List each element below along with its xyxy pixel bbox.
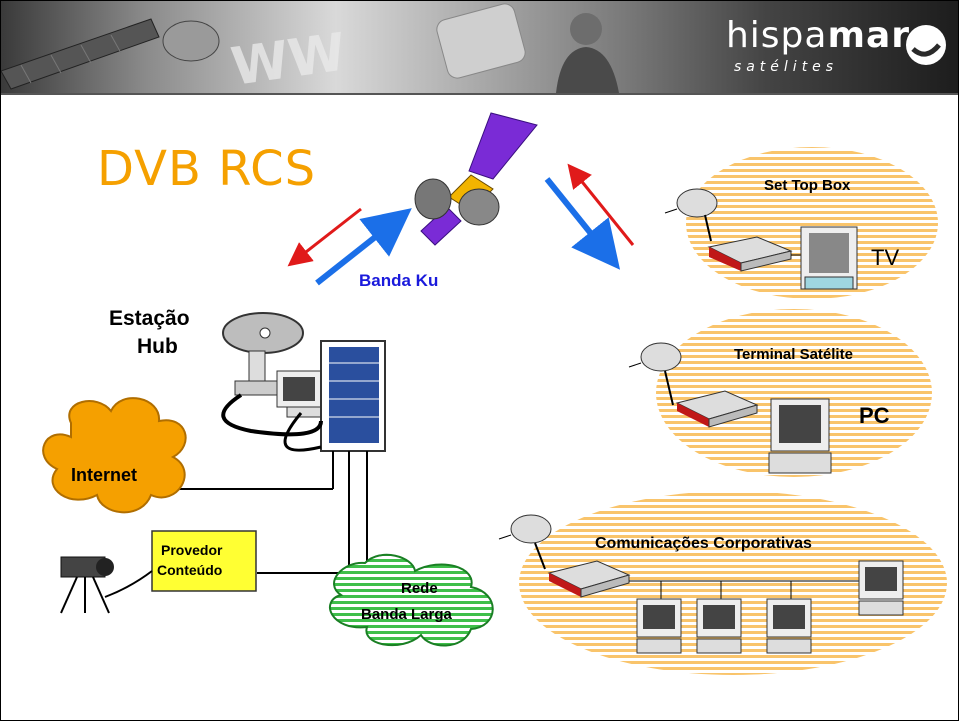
terminal-satelite-label: Terminal Satélite [734, 346, 853, 363]
hub-cable [221, 393, 323, 437]
rede-banda-larga-cloud [329, 553, 494, 647]
tv-icon [800, 226, 858, 290]
corporate-pc-2-icon [696, 598, 742, 654]
corporate-modem-icon [547, 560, 631, 598]
server-rack-icon [320, 340, 386, 452]
corporate-dish-icon [498, 514, 552, 570]
set-top-box-icon [707, 236, 793, 272]
terminal-dish-icon [628, 342, 682, 406]
brand-name: hispamar [725, 15, 910, 56]
banner-graphics: WW [1, 3, 946, 93]
internet-label: Internet [71, 465, 138, 485]
arrow-up-right [567, 163, 635, 246]
tv-label: TV [871, 245, 900, 270]
brand-subtitle: satélites [733, 59, 839, 75]
corporate-pc-3-icon [766, 598, 812, 654]
slide-title: DVB RCS [97, 141, 317, 197]
camera-cable [104, 570, 153, 598]
banner-satellite-icon [1, 18, 220, 90]
arrow-down-right [544, 177, 621, 270]
hub-dish-icon [222, 312, 304, 396]
internet-cloud [42, 397, 187, 514]
pc-icon [768, 398, 832, 474]
provedor-label-line1: Provedor [161, 542, 223, 558]
provedor-box [151, 530, 257, 592]
header-banner: WW hispamar satélites [1, 1, 958, 95]
hub-pc-icon [276, 370, 328, 418]
terminal-modem-icon [675, 390, 759, 428]
set-top-box-label: Set Top Box [764, 177, 851, 194]
corporate-pc-1-icon [636, 598, 682, 654]
brand: hispamar satélites [725, 15, 910, 75]
camera-icon [60, 556, 114, 614]
arrow-up-left [315, 208, 412, 286]
provedor-label-line2: Conteúdo [157, 562, 223, 578]
set-top-dish-icon [664, 188, 718, 242]
arrow-down-left [287, 207, 362, 267]
hub-label-line2: Hub [137, 335, 178, 358]
comunicacoes-ellipse [519, 491, 947, 675]
banner-person-icon [556, 13, 619, 93]
rede-label-line2: Banda Larga [361, 606, 452, 623]
banner-key-icon [436, 3, 526, 79]
pc-label: PC [859, 403, 890, 428]
banda-ku-label: Banda Ku [359, 271, 439, 290]
satellite-icon [414, 112, 538, 246]
hub-label-line1: Estação [109, 307, 190, 330]
comunicacoes-label: Comunicações Corporativas [595, 535, 812, 552]
corporate-pc-4-icon [858, 560, 904, 616]
terminal-satelite-ellipse [656, 309, 932, 477]
hub-cable-2 [283, 412, 322, 452]
hispamar-logo-icon [906, 25, 946, 65]
rede-label-line1: Rede [401, 580, 438, 597]
